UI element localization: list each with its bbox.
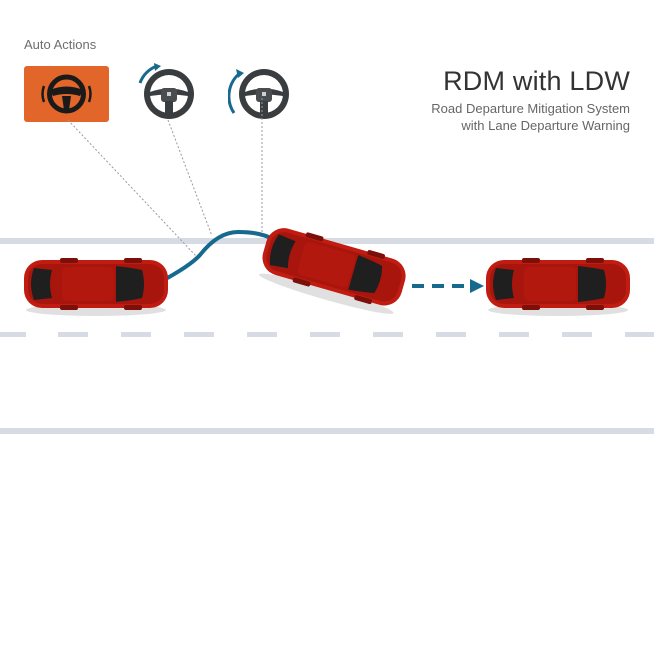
car-start bbox=[24, 258, 168, 316]
car-correcting bbox=[259, 228, 406, 314]
steering-wheel-icon bbox=[137, 63, 197, 123]
diagram-subtitle: Road Departure Mitigation System with La… bbox=[330, 100, 630, 134]
steering-wheel-icon bbox=[227, 63, 289, 123]
arrow-head bbox=[470, 279, 484, 293]
pointer-lines bbox=[67, 98, 263, 257]
steering-warning-icon bbox=[24, 66, 109, 122]
auto-actions-label: Auto Actions bbox=[24, 37, 97, 52]
lane-bottom-line bbox=[0, 428, 654, 434]
lane-center-dashes bbox=[0, 332, 654, 337]
car-end bbox=[486, 258, 630, 316]
diagram-title: RDM with LDW bbox=[443, 66, 630, 96]
subtitle-line-2: with Lane Departure Warning bbox=[461, 118, 630, 133]
subtitle-line-1: Road Departure Mitigation System bbox=[431, 101, 630, 116]
vehicle-path bbox=[159, 229, 276, 284]
